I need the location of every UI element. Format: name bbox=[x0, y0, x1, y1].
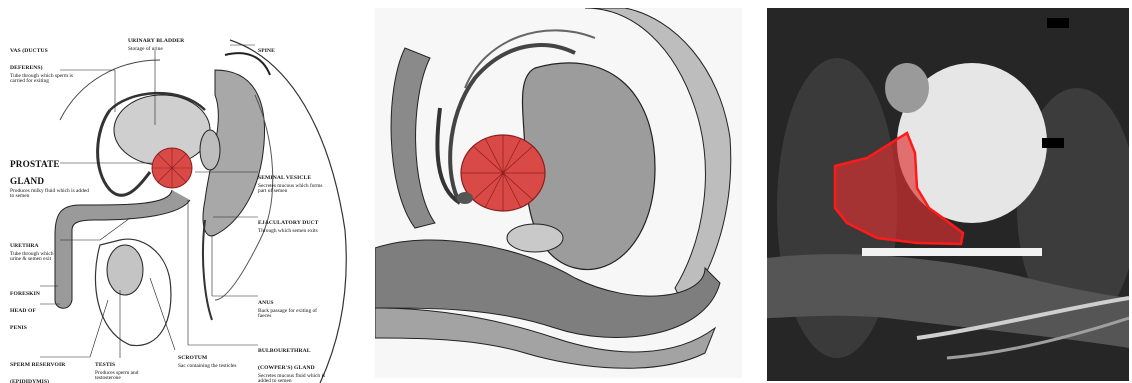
label-ejaculatory-duct: EJACULATORY DUCT Through which semen exi… bbox=[258, 212, 328, 234]
label-sperm-reservoir: SPERM RESERVOIR (EPIDIDYMIS) bbox=[10, 354, 70, 383]
label-head-of-penis: HEAD OF PENIS bbox=[10, 300, 40, 334]
label-testis: TESTIS Produces sperm and testosterone bbox=[95, 354, 155, 382]
prostate-highlight bbox=[152, 148, 192, 188]
prostate-highlight-zoomed bbox=[461, 135, 545, 211]
label-vas: VAS (DUCTUS DEFERENS) Tube through which… bbox=[10, 40, 80, 85]
label-anus: ANUS Back passage for exiting of faeces bbox=[258, 292, 328, 320]
zoomed-illustration-panel bbox=[375, 8, 742, 378]
zoomed-anatomy-illustration bbox=[375, 8, 742, 378]
mri-scan-panel bbox=[767, 8, 1129, 381]
label-urethra: URETHRA Tube through which urine & semen… bbox=[10, 235, 65, 263]
label-foreskin: FORESKIN bbox=[10, 283, 40, 300]
label-urinary-bladder: URINARY BLADDER Storage of urine bbox=[128, 30, 198, 52]
label-scrotum: SCROTUM Sac containing the testicles bbox=[178, 347, 238, 369]
label-prostate-gland: PROSTATE GLAND Produces milky fluid whic… bbox=[10, 155, 90, 200]
label-seminal-vesicle: SEMINAL VESICLE Secretes mucous which fo… bbox=[258, 167, 328, 195]
mri-image bbox=[767, 8, 1129, 381]
label-spine: SPINE bbox=[258, 40, 275, 57]
label-bulbourethral-gland: BULBOURETHRAL (COWPER'S) GLAND Secretes … bbox=[258, 340, 338, 383]
anatomy-diagram-panel: VAS (DUCTUS DEFERENS) Tube through which… bbox=[0, 0, 360, 383]
